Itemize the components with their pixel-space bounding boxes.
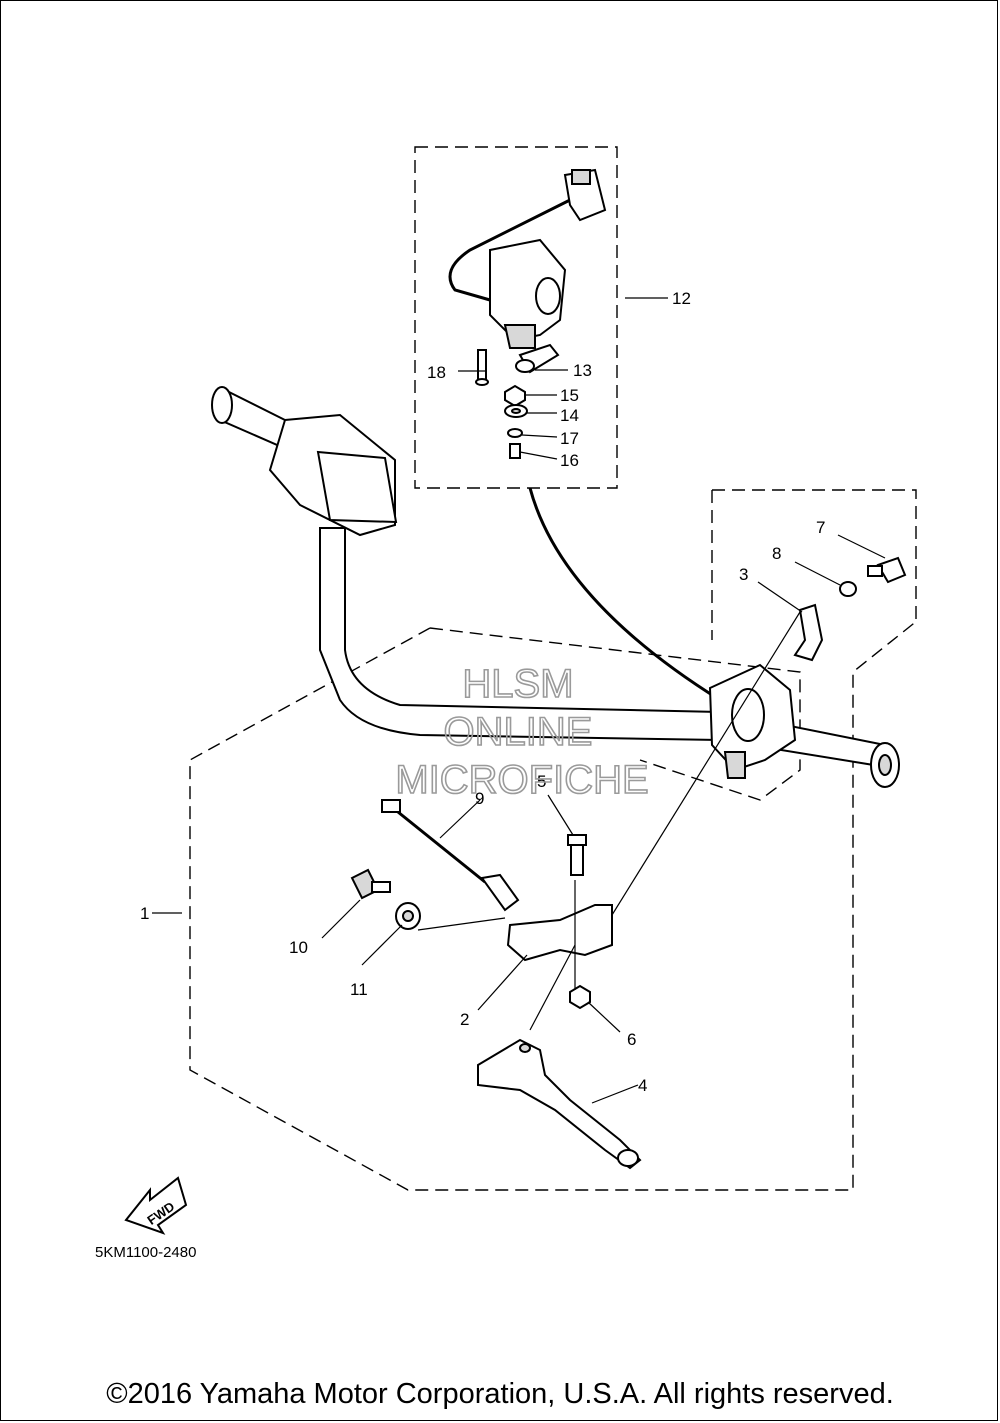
callout-13: 13 <box>573 361 592 380</box>
right-switch-housing <box>708 663 797 779</box>
part-12-switch-assembly <box>448 168 607 349</box>
part-17-lock-washer <box>507 428 523 438</box>
callout-2: 2 <box>460 1010 469 1029</box>
leader-lines <box>152 297 886 1104</box>
part-10-adjuster <box>350 868 391 900</box>
part-13-lever <box>515 343 560 374</box>
callout-8: 8 <box>772 544 781 563</box>
watermark-line-2: ONLINE <box>444 710 593 754</box>
assembly-boundary-12 <box>414 146 618 489</box>
callout-15: 15 <box>560 386 579 405</box>
part-18-screw <box>475 349 489 386</box>
part-9-cable <box>381 799 520 912</box>
part-16-screw <box>509 443 521 459</box>
callout-5: 5 <box>537 772 546 791</box>
callout-labels: 1 2 3 4 5 6 7 8 9 10 11 12 13 14 15 16 1… <box>140 289 825 1095</box>
switch-wire <box>528 487 721 702</box>
part-5-bolt <box>567 834 587 876</box>
part-3-clamp <box>793 603 824 662</box>
assembly-boundary-switch <box>429 627 801 801</box>
handlebar <box>211 386 900 788</box>
callout-12: 12 <box>672 289 691 308</box>
part-11-nut <box>395 902 421 930</box>
part-6-nut <box>569 984 591 1010</box>
part-7-bolt <box>867 556 907 584</box>
watermark-line-1: HLSM <box>462 662 573 706</box>
callout-17: 17 <box>560 429 579 448</box>
callout-18: 18 <box>427 363 446 382</box>
callout-11: 11 <box>350 980 368 999</box>
callout-3: 3 <box>739 565 748 584</box>
part-14-washer <box>504 404 528 418</box>
callout-10: 10 <box>289 938 308 957</box>
callout-4: 4 <box>638 1076 647 1095</box>
part-8-washer <box>839 581 857 597</box>
assembly-boundary-3 <box>711 489 917 640</box>
part-2-lever-holder <box>506 904 613 962</box>
copyright-notice: ©2016 Yamaha Motor Corporation, U.S.A. A… <box>106 1378 894 1410</box>
callout-1: 1 <box>140 904 149 923</box>
callout-9: 9 <box>475 789 484 808</box>
callout-14: 14 <box>560 406 579 425</box>
assembly-boundary-1 <box>189 619 919 1191</box>
callout-7: 7 <box>816 518 825 537</box>
callout-6: 6 <box>627 1030 636 1049</box>
watermark-line-3: MICROFICHE <box>395 758 648 802</box>
callout-16: 16 <box>560 451 579 470</box>
part-15-nut <box>504 384 526 408</box>
part-4-lever <box>477 1038 642 1170</box>
fwd-arrow: FWD <box>124 1176 188 1235</box>
drawing-code: 5KM1100-2480 <box>95 1244 196 1261</box>
watermark: HLSM ONLINE MICROFICHE <box>395 661 650 803</box>
